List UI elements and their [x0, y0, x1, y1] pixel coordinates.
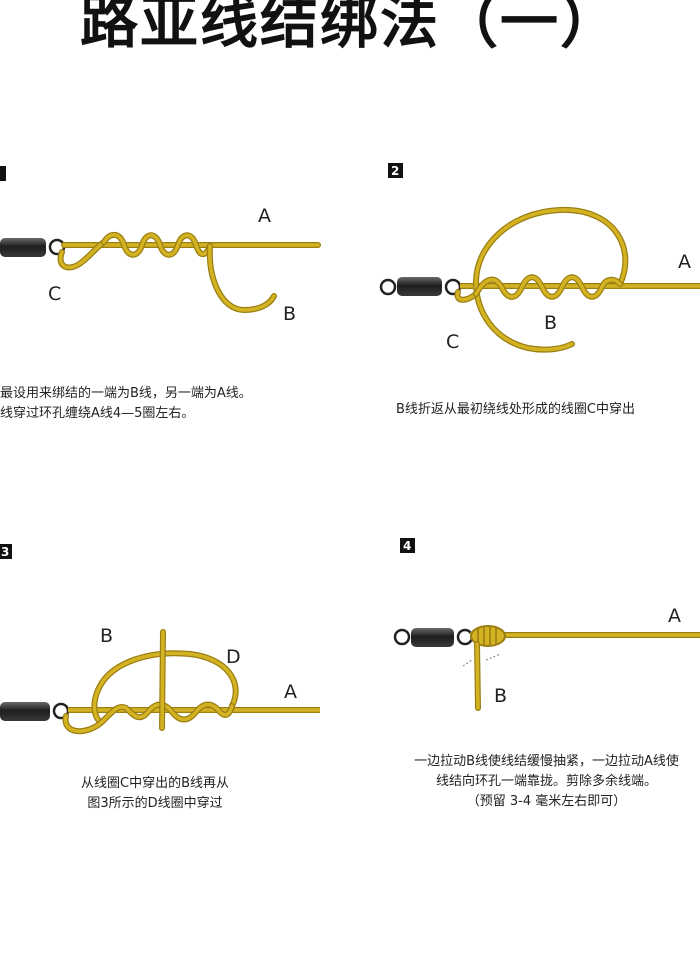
step-3-swivel [0, 702, 50, 721]
step-3-number: 3 [1, 545, 9, 559]
step-4-cut-mark [462, 653, 501, 667]
step-4-figure: 4 A B [393, 538, 700, 711]
step-1-label-b: B [283, 303, 296, 325]
step-3-label-a: A [284, 681, 297, 703]
step-2-figure: 2 A B C [379, 163, 700, 353]
step-4-label-a: A [668, 605, 681, 627]
step-1-caption-line-1: 最设用来绑结的一端为B线，另一端为A线。 [0, 386, 252, 401]
step-4-swivel-ring [456, 628, 474, 646]
step-3-caption-line-2: 图3所示的D线圈中穿过 [87, 796, 223, 811]
step-2-badge: 2 [388, 163, 403, 178]
step-2-label-c: C [446, 331, 459, 353]
step-2-swivel-ring-left [379, 278, 397, 296]
step-3-label-d: D [226, 646, 241, 668]
step-1-badge [0, 166, 6, 181]
step-3-line-b [160, 630, 165, 730]
step-2-number: 2 [391, 164, 399, 178]
step-3-figure: 3 B D A [0, 544, 320, 734]
step-1-line-b [208, 244, 276, 312]
step-3-badge: 3 [0, 544, 12, 559]
step-1-loop-c [58, 240, 106, 270]
page-title: 路亚线结绑法（一） [79, 0, 620, 56]
step-2-wraps [474, 275, 622, 299]
step-2-label-b: B [544, 312, 557, 334]
step-4-caption: 一边拉动B线使线结缓慢抽紧，一边拉动A线使 线结向环孔一端靠拢。剪除多余线端。 … [393, 752, 700, 812]
step-1-figure: A B C [0, 166, 321, 325]
step-1-wraps [102, 233, 212, 257]
step-3-label-b: B [100, 625, 113, 647]
step-2-caption-line-1: B线折返从最初绕线处形成的线圈C中穿出 [396, 402, 635, 417]
step-4-label-b: B [494, 685, 507, 707]
step-4-number: 4 [403, 539, 411, 553]
step-4-badge: 4 [400, 538, 415, 553]
step-2-caption: B线折返从最初绕线处形成的线圈C中穿出 [396, 400, 635, 420]
step-4-swivel [411, 628, 454, 647]
step-4-line-b [475, 642, 480, 710]
step-2-swivel [397, 277, 442, 296]
step-4-swivel-ring-left [393, 628, 411, 646]
step-4-caption-line-2: 线结向环孔一端靠拢。剪除多余线端。 [435, 774, 657, 789]
step-4-knot [470, 625, 506, 647]
step-2-line-b [474, 208, 627, 352]
step-1-swivel [0, 238, 46, 257]
step-3-caption: 从线圈C中穿出的B线再从 图3所示的D线圈中穿过 [0, 774, 310, 814]
step-1-label-a: A [258, 205, 271, 227]
step-2-label-a: A [678, 251, 691, 273]
step-3-loop-d [92, 651, 238, 724]
step-4-caption-line-1: 一边拉动B线使线结缓慢抽紧，一边拉动A线使 [414, 754, 679, 769]
step-3-caption-line-1: 从线圈C中穿出的B线再从 [81, 776, 229, 791]
step-1-label-c: C [48, 283, 61, 305]
step-4-caption-line-3: （预留 3-4 毫米左右即可） [466, 794, 627, 809]
step-2-loop-c [455, 290, 478, 302]
step-1-caption: 最设用来绑结的一端为B线，另一端为A线。 线穿过环孔缠绕A线4—5圈左右。 [0, 384, 252, 424]
step-1-caption-line-2: 线穿过环孔缠绕A线4—5圈左右。 [0, 406, 195, 421]
